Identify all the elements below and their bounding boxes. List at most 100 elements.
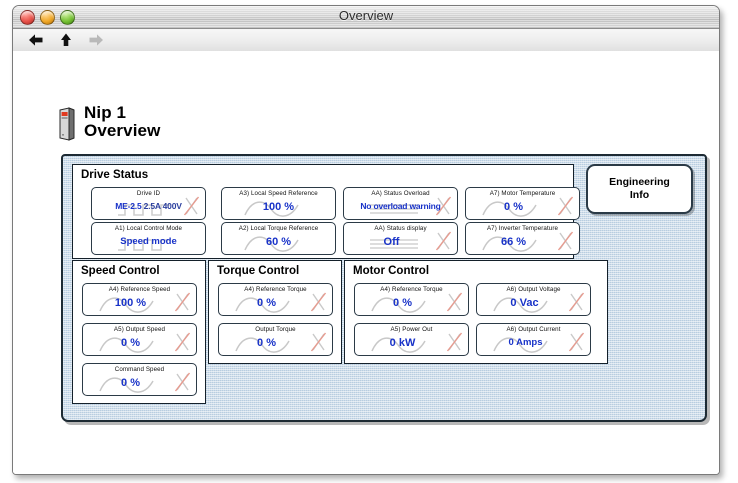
field-status-display[interactable]: AA) Status display Off	[343, 222, 458, 255]
field-reference-torque[interactable]: A4) Reference Torque 0 %	[218, 283, 333, 316]
toolbar-arrows	[27, 31, 105, 49]
page-title-text: Nip 1 Overview	[84, 104, 160, 139]
field-local-control-mode[interactable]: A1) Local Control Mode Speed mode	[91, 222, 206, 255]
field-label: A1) Local Control Mode	[114, 225, 183, 232]
engineering-info-button[interactable]: Engineering Info	[586, 164, 693, 214]
field-output-voltage[interactable]: A6) Output Voltage 0 Vac	[476, 283, 591, 316]
panel-drive-status-title: Drive Status	[81, 169, 149, 181]
window-titlebar[interactable]: Overview	[13, 6, 719, 29]
field-value: 0 Vac	[510, 297, 539, 309]
field-label: AA) Status display	[374, 225, 427, 232]
field-value: Off	[383, 236, 400, 248]
field-motor-temperature[interactable]: A7) Motor Temperature 0 %	[465, 187, 580, 220]
field-value: 60 %	[265, 236, 292, 248]
crossed-bowtie-icon	[446, 332, 463, 352]
minimize-button[interactable]	[40, 10, 55, 25]
field-value: ME-2.5 2.5A 400V	[115, 201, 182, 211]
sine-wave-watermark-icon	[371, 337, 433, 354]
field-label: A7) Motor Temperature	[489, 190, 556, 197]
page-title-line1: Nip 1	[84, 103, 127, 122]
crossed-bowtie-icon	[557, 231, 574, 251]
field-label: A2) Local Torque Reference	[238, 225, 319, 232]
navigation-toolbar	[13, 29, 719, 52]
crossed-bowtie-icon	[435, 196, 452, 216]
field-local-speed-reference[interactable]: A3) Local Speed Reference 100 %	[221, 187, 336, 220]
engineering-info-line1: Engineering	[609, 176, 670, 188]
zoom-button[interactable]	[60, 10, 75, 25]
page-title-line2: Overview	[84, 121, 161, 140]
window-content: Nip 1 Overview Engineering Info Drive St…	[13, 51, 719, 474]
panel-speed-control-title: Speed Control	[81, 265, 160, 277]
window-title: Overview	[338, 8, 394, 23]
close-button[interactable]	[20, 10, 35, 25]
field-value: 100 %	[262, 201, 295, 213]
window-controls	[20, 10, 75, 25]
field-value: 0 %	[121, 377, 140, 389]
field-drive-id[interactable]: Drive ID ME-2.5 2.5A 400V	[91, 187, 206, 220]
crossed-bowtie-icon	[446, 292, 463, 312]
field-label: A3) Local Speed Reference	[239, 190, 318, 197]
field-reference-speed[interactable]: A4) Reference Speed 100 %	[82, 283, 197, 316]
field-value: 0 Amps	[508, 337, 543, 348]
panel-motor-control: Motor Control A4) Reference Torque 0 % A…	[344, 260, 608, 364]
field-label: A5) Power Out	[390, 326, 433, 333]
sine-wave-watermark-icon	[99, 297, 161, 314]
field-value: 0 %	[504, 201, 523, 213]
field-label: AA) Status Overload	[371, 190, 430, 197]
crossed-bowtie-icon	[174, 372, 191, 392]
engineering-info-line2: Info	[629, 189, 650, 201]
field-value: 0 kW	[389, 337, 416, 349]
sine-wave-watermark-icon	[482, 201, 544, 218]
crossed-bowtie-icon	[435, 231, 452, 251]
field-value: 0 %	[257, 337, 276, 349]
field-label: A4) Reference Torque	[380, 286, 443, 293]
field-motor-reference-torque[interactable]: A4) Reference Torque 0 %	[354, 283, 469, 316]
crossed-bowtie-icon	[310, 332, 327, 352]
crossed-bowtie-icon	[557, 196, 574, 216]
bars-watermark-icon	[368, 202, 424, 216]
panel-speed-control: Speed Control A4) Reference Speed 100 % …	[72, 260, 206, 404]
field-status-overload[interactable]: AA) Status Overload No overload warning	[343, 187, 458, 220]
sine-wave-watermark-icon	[99, 377, 161, 394]
field-power-out[interactable]: A5) Power Out 0 kW	[354, 323, 469, 356]
field-output-current[interactable]: A6) Output Current 0 Amps	[476, 323, 591, 356]
crossed-bowtie-icon	[568, 332, 585, 352]
crossed-bowtie-icon	[174, 292, 191, 312]
field-value: 100 %	[114, 297, 147, 309]
panel-torque-control-title: Torque Control	[217, 265, 300, 277]
field-label: A6) Output Voltage	[506, 286, 561, 293]
bars-watermark-icon	[368, 237, 424, 251]
field-value: 0 %	[121, 337, 140, 349]
sine-wave-watermark-icon	[235, 297, 297, 314]
field-command-speed[interactable]: Command Speed 0 %	[82, 363, 197, 396]
field-label: Drive ID	[136, 190, 161, 197]
sine-wave-watermark-icon	[235, 337, 297, 354]
field-value: Speed mode	[120, 236, 177, 247]
field-local-torque-reference[interactable]: A2) Local Torque Reference 60 %	[221, 222, 336, 255]
field-value: No overload warning	[360, 201, 441, 211]
field-label: A7) Inverter Temperature	[486, 225, 559, 232]
field-value: 66 %	[500, 236, 527, 248]
panel-motor-control-title: Motor Control	[353, 265, 430, 277]
sine-wave-watermark-icon	[371, 297, 433, 314]
sine-wave-watermark-icon	[244, 236, 306, 253]
overview-container: Engineering Info Drive Status Drive ID M…	[61, 154, 707, 422]
up-arrow-icon[interactable]	[57, 31, 75, 49]
field-output-speed[interactable]: A5) Output Speed 0 %	[82, 323, 197, 356]
crossed-bowtie-icon	[183, 196, 200, 216]
field-label: A4) Reference Torque	[244, 286, 307, 293]
sine-wave-watermark-icon	[493, 337, 555, 354]
crossed-bowtie-icon	[174, 332, 191, 352]
field-label: A6) Output Current	[506, 326, 561, 333]
drive-cabinet-icon	[59, 107, 75, 141]
field-inverter-temperature[interactable]: A7) Inverter Temperature 66 %	[465, 222, 580, 255]
sine-wave-watermark-icon	[99, 337, 161, 354]
field-label: Command Speed	[114, 366, 165, 373]
panel-torque-control: Torque Control A4) Reference Torque 0 % …	[208, 260, 342, 364]
sine-wave-watermark-icon	[482, 236, 544, 253]
back-arrow-icon[interactable]	[27, 31, 45, 49]
panel-drive-status: Drive Status Drive ID ME-2.5 2.5A 400V A…	[72, 164, 580, 259]
sine-wave-watermark-icon	[244, 201, 306, 218]
field-label: Output Torque	[255, 326, 296, 333]
field-output-torque[interactable]: Output Torque 0 %	[218, 323, 333, 356]
